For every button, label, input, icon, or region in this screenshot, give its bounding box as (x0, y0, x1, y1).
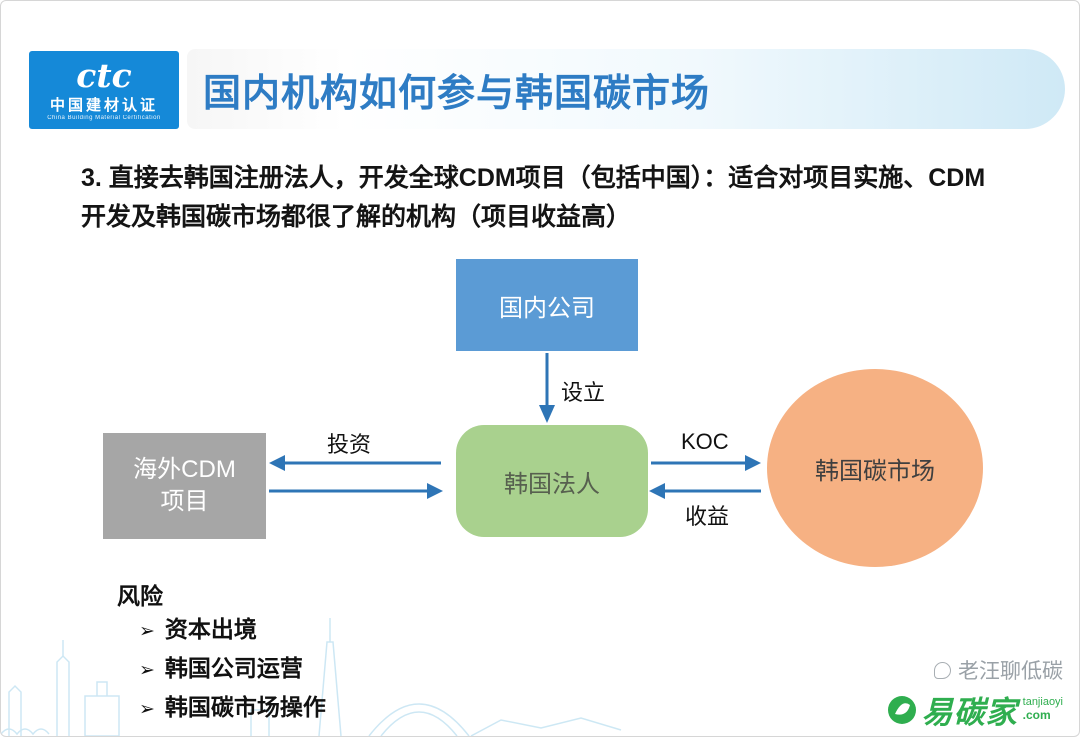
ctc-logo-name: 中国建材认证 (49, 97, 158, 114)
edge-label-establish: 设立 (561, 380, 606, 405)
node-overseas-line1: 海外CDM (133, 455, 236, 483)
node-korean-entity: 韩国法人 (456, 425, 648, 537)
page-title: 国内机构如何参与韩国碳市场 (203, 72, 711, 115)
node-korean-carbon-market: 韩国碳市场 (767, 369, 983, 567)
watermark-domain: tanjiaoyi .com (1022, 696, 1063, 722)
edge-label-koc: KOC (681, 429, 729, 454)
watermark-brand: 易碳家 (921, 695, 1018, 730)
edge-label-revenue: 收益 (685, 504, 730, 529)
watermark-text: 老汪聊低碳 (958, 660, 1063, 683)
ctc-logo-brand: ctc (76, 56, 132, 95)
ctc-logo-subtitle: China Building Material Certification (47, 115, 161, 121)
bullet-arrow-icon: ➢ (139, 699, 155, 720)
risk-item: ➢ 资本出境 (139, 611, 326, 650)
bullet-arrow-icon: ➢ (139, 660, 155, 681)
risk-item-label: 韩国公司运营 (164, 655, 303, 681)
risk-item: ➢ 韩国公司运营 (139, 650, 326, 689)
watermark-leaf-icon (887, 695, 916, 724)
header-band: 国内机构如何参与韩国碳市场 (187, 49, 1065, 129)
watermark-row2: 易碳家 tanjiaoyi .com (887, 687, 1063, 732)
risk-item: ➢ 韩国碳市场操作 (139, 689, 326, 728)
watermark-row1: 老汪聊低碳 (887, 655, 1063, 685)
bullet-arrow-icon: ➢ (139, 621, 155, 642)
edge-label-invest: 投资 (327, 432, 372, 457)
body-paragraph: 3. 直接去韩国注册法人，开发全球CDM项目（包括中国）：适合对项目实施、CDM… (81, 164, 986, 231)
risk-item-label: 韩国碳市场操作 (164, 694, 326, 720)
watermark-moon-icon (934, 661, 951, 679)
watermark: 老汪聊低碳 易碳家 tanjiaoyi .com (887, 655, 1063, 732)
risk-item-label: 资本出境 (164, 616, 257, 642)
ctc-logo: ctc 中国建材认证 China Building Material Certi… (29, 51, 179, 129)
risk-title: 风险 (117, 583, 163, 609)
node-domestic-company: 国内公司 (456, 259, 638, 351)
node-overseas-line2: 项目 (160, 488, 209, 515)
node-overseas-cdm-projects: 海外CDM 项目 (103, 433, 266, 539)
risk-section: 风险 ➢ 资本出境 ➢ 韩国公司运营 ➢ 韩国碳市场操作 (117, 577, 326, 728)
